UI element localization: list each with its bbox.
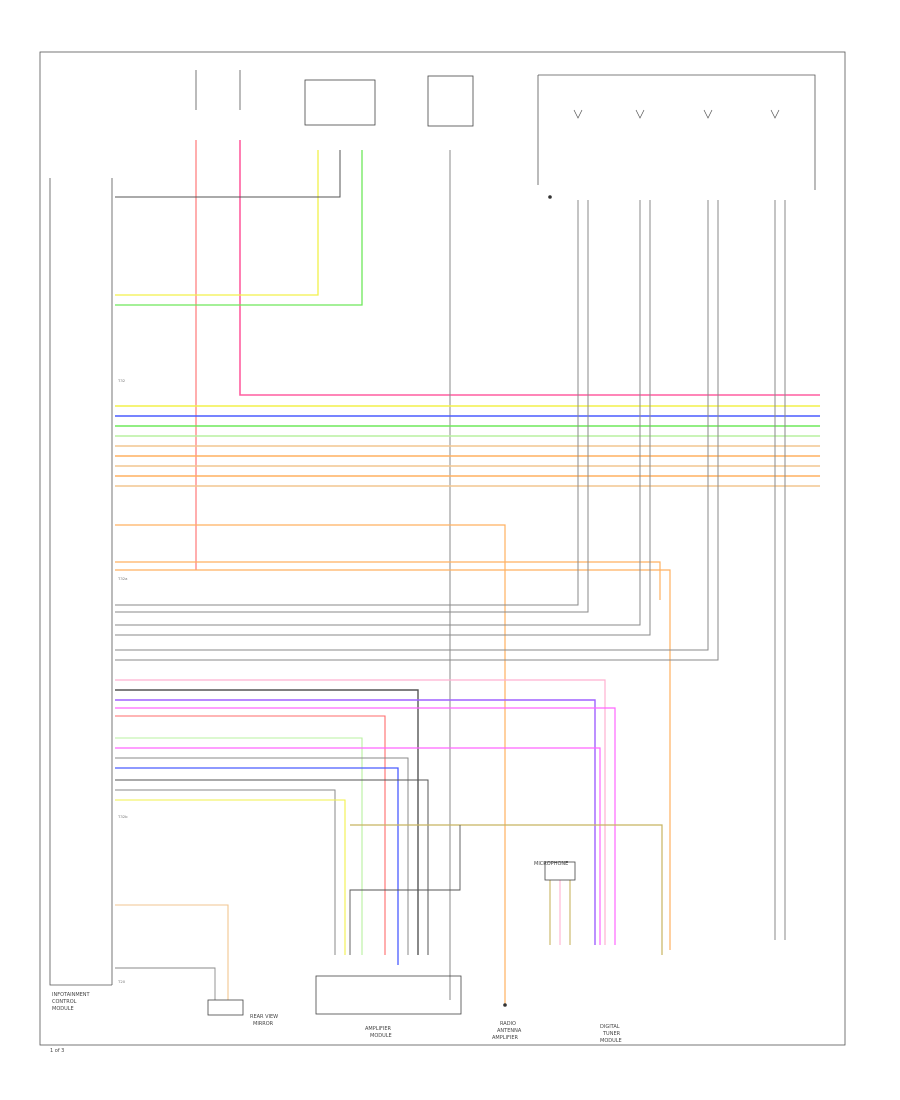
main-module-label-2: CONTROL (52, 999, 77, 1005)
antenna-ground-dot (503, 1003, 507, 1007)
speaker-icon-3 (770, 109, 780, 119)
wire-7 (115, 150, 341, 198)
wire-41 (115, 799, 346, 955)
wire-33 (115, 707, 616, 945)
antenna-label-2: ANTENNA (497, 1028, 522, 1034)
wire-36 (115, 747, 601, 945)
amplifier-label-1: AMPLIFIER (365, 1026, 392, 1032)
wire-20 (115, 561, 661, 600)
wire-32 (115, 699, 596, 945)
connector-label-bottom: T20 (117, 979, 126, 984)
wire-8 (115, 150, 363, 306)
wire-44 (115, 904, 229, 1000)
diagram-frame (39, 51, 846, 1046)
mirror-module-box (207, 999, 244, 1016)
digital-module-label-3: MODULE (600, 1038, 622, 1044)
wire-23 (115, 200, 589, 613)
main-module-label-1: INFOTAINMENT (52, 992, 91, 998)
wire-42 (350, 824, 663, 955)
wire-43 (349, 825, 461, 955)
wire-45 (115, 967, 216, 1000)
connector-label-mid: T32a (117, 576, 127, 581)
wire-37 (115, 757, 409, 955)
antenna-control-box (427, 75, 474, 127)
wire-2 (538, 74, 816, 190)
digital-module-label-1: DIGITAL (600, 1024, 620, 1030)
wire-30 (115, 679, 606, 945)
wire-35 (115, 737, 363, 955)
main-module-outline (49, 178, 112, 986)
amplifier-label-2: MODULE (370, 1033, 392, 1039)
wire-26 (115, 200, 709, 651)
wire-21 (115, 569, 671, 950)
wire-19 (115, 524, 506, 1005)
wire-34 (115, 715, 386, 955)
wire-24 (115, 200, 641, 626)
wire-39 (115, 779, 429, 955)
amplifier-module-box (315, 975, 462, 1015)
mirror-control-box (304, 79, 376, 126)
wire-22 (115, 200, 579, 606)
microphone-label: MICROPHONE (534, 861, 568, 867)
wire-5 (239, 140, 820, 396)
wire-27 (115, 200, 719, 661)
wire-40 (115, 789, 336, 955)
wire-group (115, 70, 820, 1005)
connector-label-left: T32 (117, 378, 126, 383)
microphone-box (544, 861, 576, 881)
wire-25 (115, 200, 651, 636)
connector-label-lower: T32b (117, 814, 128, 819)
speaker-icon-0 (573, 109, 583, 119)
digital-module-label-2: TUNER (602, 1031, 621, 1037)
antenna-label-3: AMPLIFIER (492, 1035, 519, 1041)
speaker-icon-2 (703, 109, 713, 119)
speaker-icon-1 (635, 109, 645, 119)
wire-31 (115, 689, 419, 955)
wire-6 (115, 150, 319, 296)
antenna-label-1: RADIO (500, 1021, 516, 1027)
speaker-ground-dot (548, 195, 552, 199)
page-reference: 1 of 3 (50, 1048, 64, 1054)
mirror-label-2: MIRROR (253, 1021, 274, 1027)
component-group (111, 75, 780, 1016)
mirror-label-1: REAR VIEW (250, 1014, 278, 1020)
main-module-label-3: MODULE (52, 1006, 74, 1012)
wire-38 (115, 767, 399, 965)
